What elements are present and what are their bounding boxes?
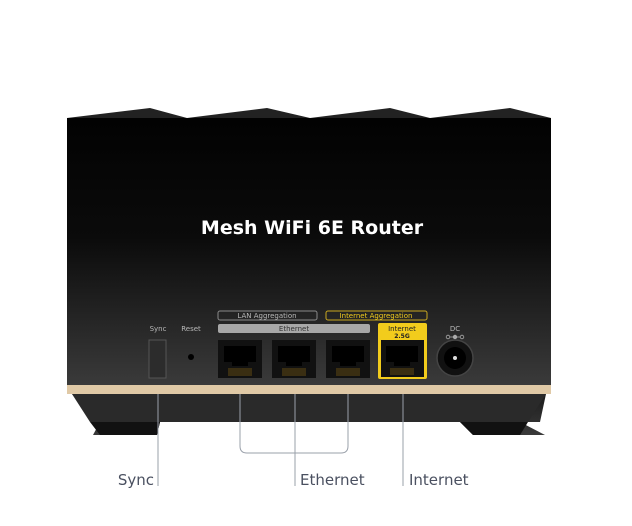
reset-hole	[188, 354, 194, 360]
callout-internet: Internet	[409, 471, 469, 489]
router-title: Mesh WiFi 6E Router	[201, 217, 424, 239]
dc-label: DC	[450, 325, 460, 333]
sync-button	[148, 339, 167, 379]
sync-label: Sync	[150, 325, 167, 333]
tan-band	[67, 385, 551, 394]
leader-lines	[157, 394, 404, 486]
lan-aggregation-label: LAN Aggregation	[237, 312, 296, 320]
ethernet-port-2	[272, 340, 316, 378]
ethernet-bar-label: Ethernet	[279, 325, 309, 333]
dc-polarity-icon	[445, 334, 465, 340]
internet-port-label: Internet	[388, 325, 416, 333]
reset-label: Reset	[181, 325, 201, 333]
callout-sync: Sync	[118, 471, 154, 489]
internet-aggregation-label: Internet Aggregation	[340, 312, 413, 320]
ethernet-port-1	[218, 340, 262, 378]
internet-port: Internet 2.5G	[378, 323, 427, 379]
internet-port-speed: 2.5G	[394, 333, 410, 340]
callout-ethernet: Ethernet	[300, 471, 365, 489]
ethernet-port-3	[326, 340, 370, 378]
